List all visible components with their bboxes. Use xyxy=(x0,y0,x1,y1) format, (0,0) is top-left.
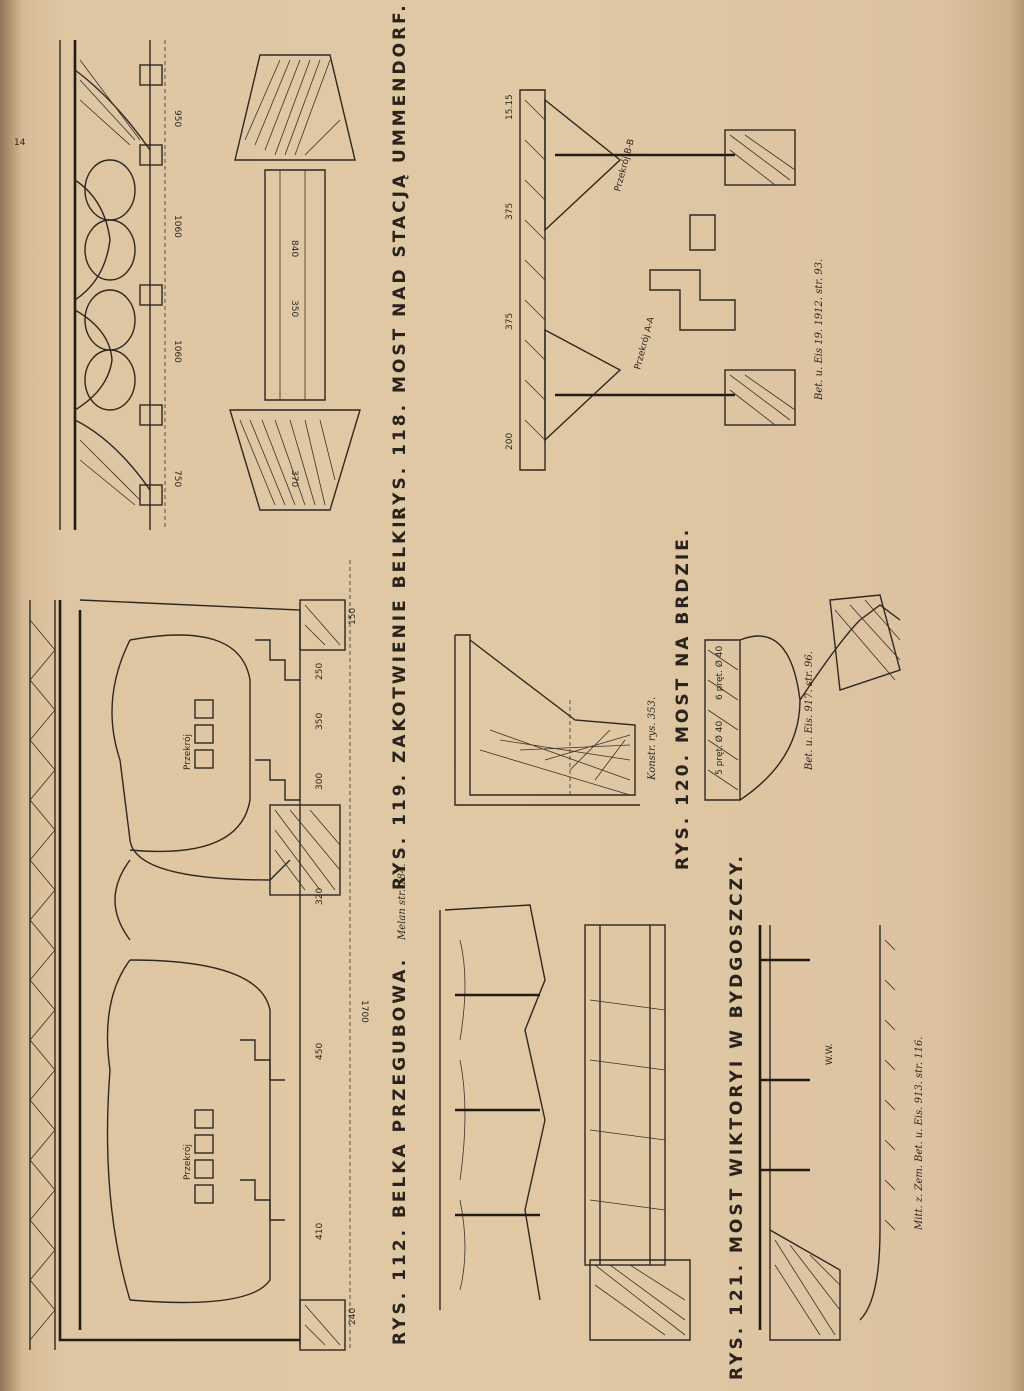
fig120-label-2: 6 pręt. Ø 40 xyxy=(714,646,725,700)
fig120-source: Bet. u. Eis. 917. str. 96. xyxy=(804,651,815,771)
label-przekroj-1: Przekrój xyxy=(182,734,193,770)
fig118-section: Przekrój B-B Przekrój A-A Bet. u. Eis 19… xyxy=(505,89,825,471)
svg-text:840: 840 xyxy=(289,240,299,257)
fig118-dimensions: 750 1060 1060 950 xyxy=(172,110,182,487)
svg-text:1060: 1060 xyxy=(172,215,182,238)
fig112-source: Melan str. 184. xyxy=(397,864,408,941)
svg-text:350: 350 xyxy=(315,713,325,730)
svg-text:370: 370 xyxy=(289,470,299,487)
fig119-caption: RYS. 119. ZAKOTWIENIE BELKI. xyxy=(390,509,410,890)
fig121-drawing: W.W. Mitt. z. Zem. Bet. u. Eis. 913. str… xyxy=(758,925,925,1341)
svg-text:15.15: 15.15 xyxy=(505,94,515,120)
fig119-source: Konstr. rys. 353. xyxy=(647,697,658,781)
fig121-ww: W.W. xyxy=(825,1044,835,1065)
svg-text:350: 350 xyxy=(289,300,299,317)
svg-text:320: 320 xyxy=(315,888,325,905)
svg-text:950: 950 xyxy=(172,110,182,127)
page-edge xyxy=(1010,0,1024,1391)
svg-text:1700: 1700 xyxy=(359,1000,369,1023)
svg-text:375: 375 xyxy=(505,313,515,330)
label-przekroj-bb: Przekrój B-B xyxy=(612,138,637,193)
fig118-plan: 370 350 840 xyxy=(229,54,361,511)
fig121-source: Mitt. z. Zem. Bet. u. Eis. 913. str. 116… xyxy=(914,1037,925,1232)
fig118-source: Bet. u. Eis 19. 1912. str. 93. xyxy=(814,259,825,401)
svg-text:300: 300 xyxy=(315,773,325,790)
book-gutter xyxy=(0,0,22,1391)
svg-text:450: 450 xyxy=(315,1043,325,1060)
label-przekroj-aa: Przekrój A-A xyxy=(632,315,657,371)
svg-text:200: 200 xyxy=(505,433,515,450)
fig112-beam: Przekrój Przekrój 1700 410 450 320 300 3… xyxy=(29,560,369,1351)
svg-text:1060: 1060 xyxy=(172,340,182,363)
fig118-elevation xyxy=(59,40,166,530)
fig120-label-1: 5 pręt. Ø 40 xyxy=(714,721,725,775)
svg-text:240: 240 xyxy=(348,1308,358,1325)
fig112-caption: RYS. 112. BELKA PRZEGUBOWA. xyxy=(390,957,410,1345)
fig120-caption: RYS. 120. MOST NA BRDZIE. xyxy=(673,527,693,870)
fig121-caption: RYS. 121. MOST WIKTORYI W BYDGOSZCZY. xyxy=(727,853,747,1380)
svg-text:750: 750 xyxy=(172,470,182,487)
label-przekroj-2: Przekrój xyxy=(182,1144,193,1180)
fig119-drawing: Konstr. rys. 353. xyxy=(454,634,658,806)
svg-text:250: 250 xyxy=(315,663,325,680)
svg-text:410: 410 xyxy=(315,1223,325,1240)
page-number: 14 xyxy=(14,138,26,148)
svg-text:150: 150 xyxy=(348,608,358,625)
svg-text:375: 375 xyxy=(505,203,515,220)
fig120-drawing: 5 pręt. Ø 40 6 pręt. Ø 40 Bet. u. Eis. 9… xyxy=(704,594,901,801)
fig118-caption: RYS. 118. MOST NAD STACJĄ UMMENDORF. xyxy=(390,2,410,520)
fig119-bridge xyxy=(439,904,691,1341)
